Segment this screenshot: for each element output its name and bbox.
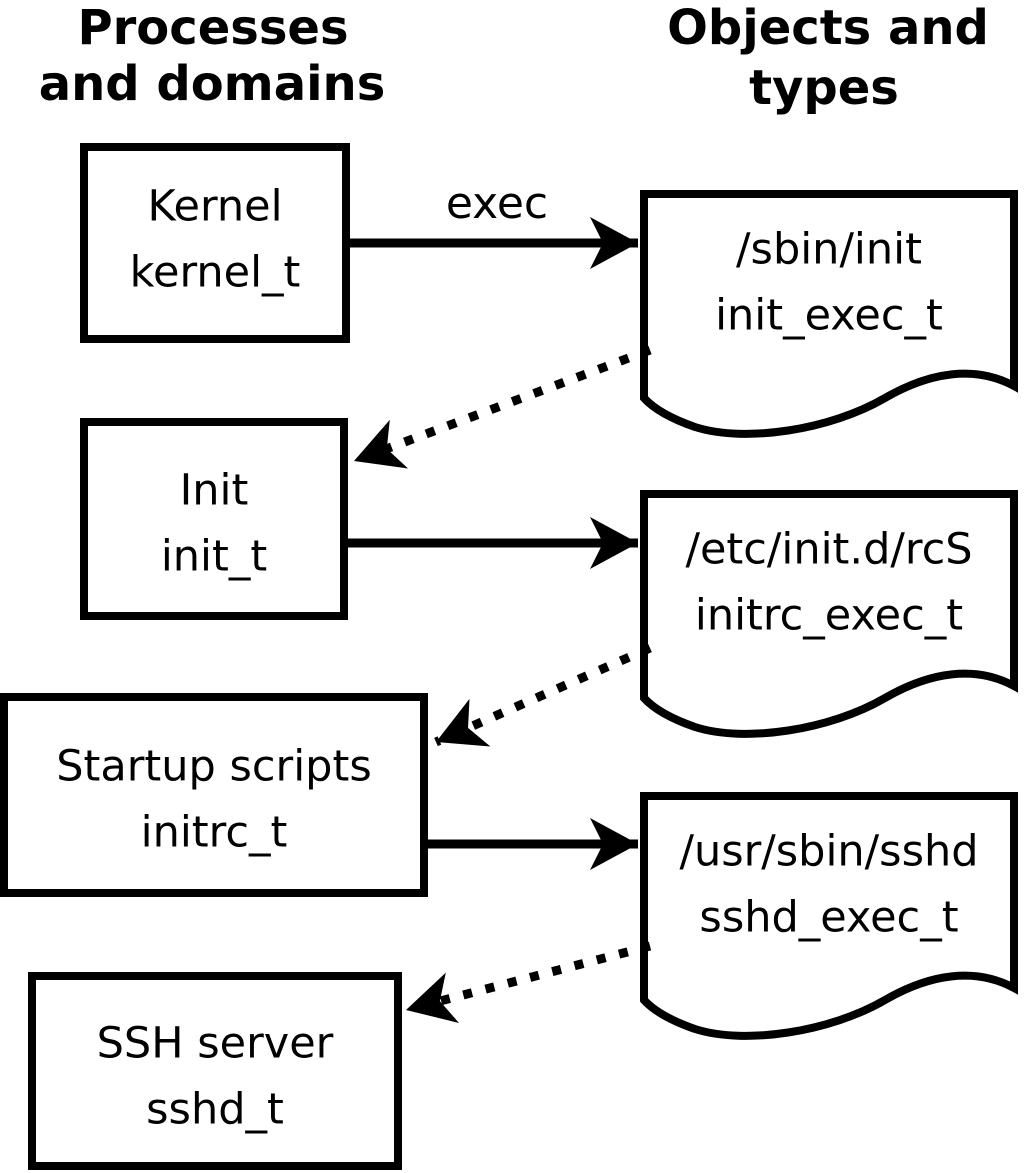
exec-edge-label: exec (445, 178, 549, 229)
right-column-header-line1: Objects and (667, 0, 989, 56)
sbin-init-type-label: init_exec_t (715, 290, 943, 341)
startup-scripts-process-name: Startup scripts (56, 741, 372, 792)
ssh-server-process-name: SSH server (96, 1018, 334, 1069)
process-box-ssh-server (28, 972, 402, 1170)
init-domain-label: init_t (160, 531, 268, 582)
transition-arrow-rcs-to-startup (434, 643, 652, 747)
left-column-header-line1: Processes (77, 0, 349, 56)
init-process-name: Init (179, 465, 249, 516)
etc-initd-rcs-type-label: initrc_exec_t (694, 590, 964, 641)
etc-initd-rcs-path-label: /etc/init.d/rcS (685, 524, 973, 575)
process-box-init (80, 418, 348, 620)
left-column-header-line2: and domains (38, 56, 386, 112)
kernel-domain-label: kernel_t (129, 247, 301, 298)
object-doc-etc-initd-rcs (640, 490, 1018, 738)
sbin-init-path-label: /sbin/init (736, 224, 922, 275)
usr-sbin-sshd-path-label: /usr/sbin/sshd (679, 826, 979, 877)
kernel-process-name: Kernel (147, 181, 283, 232)
startup-scripts-domain-label: initrc_t (140, 807, 288, 858)
object-doc-sbin-init (640, 190, 1018, 438)
usr-sbin-sshd-type-label: sshd_exec_t (699, 892, 959, 943)
object-doc-usr-sbin-sshd (640, 792, 1018, 1040)
transition-arrow-sbin-init-to-init (352, 345, 652, 469)
transition-arrow-sshd-to-sshserver (404, 941, 652, 1023)
process-box-kernel (80, 143, 350, 343)
right-column-header-line2: types (749, 60, 899, 116)
process-box-startup-scripts (0, 693, 428, 897)
ssh-server-domain-label: sshd_t (146, 1084, 284, 1135)
